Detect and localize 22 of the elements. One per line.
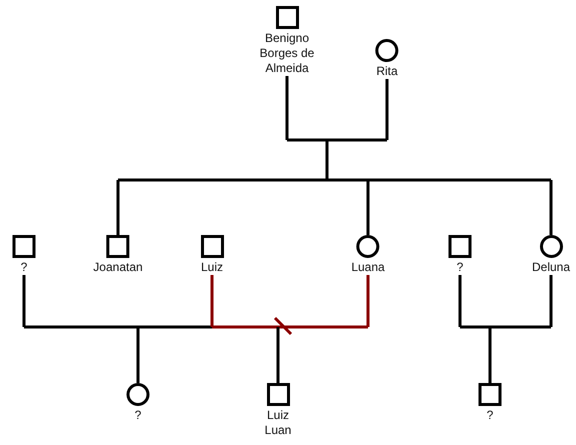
descent-line bbox=[326, 140, 328, 180]
descent-line bbox=[366, 180, 370, 235]
descent-line bbox=[276, 327, 280, 383]
descent-line bbox=[458, 275, 462, 327]
descent-line bbox=[118, 178, 327, 182]
marriage-line bbox=[24, 326, 138, 328]
marriage-line bbox=[490, 326, 551, 328]
descent-line bbox=[286, 76, 288, 140]
marriage-line bbox=[327, 138, 387, 142]
marriage-line bbox=[138, 326, 212, 328]
marriage-line bbox=[460, 326, 490, 328]
descent-line bbox=[550, 275, 552, 327]
descent-line bbox=[488, 327, 492, 383]
descent-line bbox=[366, 275, 370, 327]
marriage-line bbox=[212, 326, 278, 328]
marriage-line bbox=[278, 326, 368, 328]
descent-line bbox=[386, 79, 388, 140]
descent-line bbox=[136, 327, 140, 383]
descent-line bbox=[116, 180, 120, 235]
marriage-line bbox=[287, 138, 327, 142]
descent-line bbox=[550, 180, 552, 235]
descent-line bbox=[22, 275, 26, 327]
